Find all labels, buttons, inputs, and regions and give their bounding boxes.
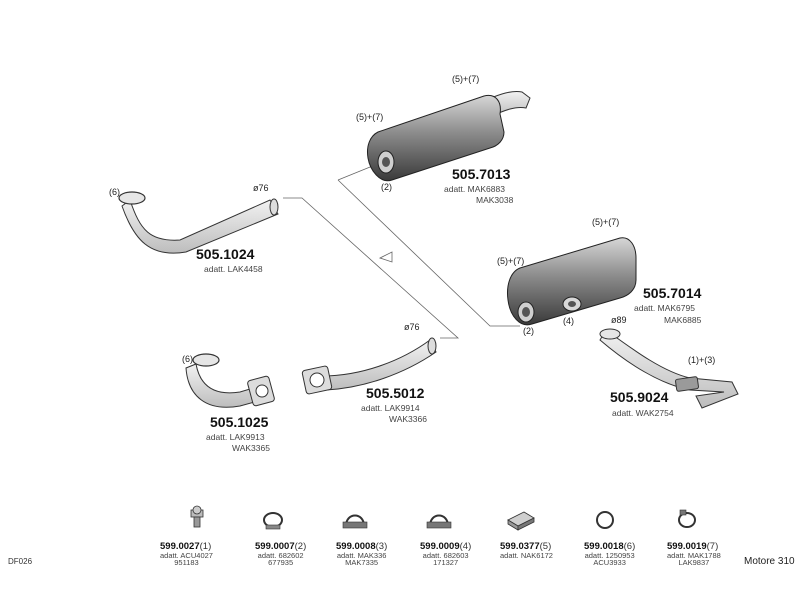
callout-7013-outlet: (2) [381, 182, 392, 192]
accessory-note: adatt. MAK1788 [667, 550, 721, 560]
accessory-code: 599.0007 [255, 541, 295, 552]
document-reference: DF026 [8, 557, 33, 566]
accessory-note: 677935 [268, 558, 294, 567]
callout-7013-top: (5)+(7) [452, 74, 480, 84]
accessory-note: LAK9837 [678, 558, 710, 567]
accessory-note: adatt. 682603 [422, 550, 469, 560]
part-note: adatt. LAK4458 [204, 264, 263, 274]
part-code-505-7013: 505.7013 [452, 166, 511, 182]
accessory-qty: (4) [459, 541, 472, 552]
callout-1025-flange: (6) [182, 354, 193, 364]
callout-7013-left: (5)+(7) [356, 112, 384, 122]
accessory-599-0027: 599.0027(1) adatt. ACU4027 951183 [160, 542, 213, 567]
accessory-qty: (6) [623, 541, 636, 552]
accessory-code: 599.0027 [160, 541, 200, 552]
accessory-note: MAK7335 [345, 558, 379, 567]
callout-7014-left: (5)+(7) [497, 256, 525, 266]
callout-9024-diameter: ø89 [611, 315, 627, 325]
callout-9024-clamps: (1)+(3) [688, 355, 716, 365]
accessory-qty: (5) [539, 541, 552, 552]
accessory-note: adatt. 1250953 [584, 550, 635, 560]
part-code-505-1024: 505.1024 [196, 246, 255, 262]
gasket-ring-icon [596, 511, 614, 529]
accessory-qty: (2) [294, 541, 307, 552]
accessory-qty: (1) [199, 541, 212, 552]
connector-lines [283, 164, 520, 339]
muffler-505-7014 [507, 237, 637, 326]
accessory-note: adatt. MAK336 [336, 550, 387, 560]
accessory-code: 599.0009 [420, 541, 460, 552]
callout-7014-inlet: (4) [563, 316, 574, 326]
callout-5012-diameter: ø76 [404, 322, 420, 332]
accessory-note: adatt. ACU4027 [160, 550, 213, 560]
accessory-note: 951183 [174, 558, 199, 567]
accessory-code: 599.0377 [500, 541, 540, 552]
callout-7014-outlet: (2) [523, 326, 534, 336]
muffler-505-7013 [367, 91, 531, 182]
accessory-599-0009: 599.0009(4) adatt. 682603 171327 [420, 542, 471, 567]
u-bolt-clamp-icon [426, 514, 452, 529]
part-note: adatt. MAK6883 [444, 184, 505, 194]
accessory-code: 599.0008 [336, 541, 376, 552]
accessory-599-0018: 599.0018(6) adatt. 1250953 ACU3933 [584, 542, 635, 567]
u-bolt-clamp-icon [342, 514, 368, 529]
accessory-code: 599.0018 [584, 541, 624, 552]
accessory-599-0377: 599.0377(5) adatt. NAK6172 [500, 542, 553, 559]
part-code-505-1025: 505.1025 [210, 414, 269, 430]
callout-1024-flange: (6) [109, 187, 120, 197]
accessory-qty: (3) [375, 541, 388, 552]
part-note: adatt. MAK6795 [634, 303, 695, 313]
pipe-505-5012 [301, 337, 437, 395]
part-note: MAK3038 [476, 195, 514, 205]
part-code-505-7014: 505.7014 [643, 285, 702, 301]
accessory-599-0019: 599.0019(7) adatt. MAK1788 LAK9837 [667, 542, 721, 567]
accessory-qty: (7) [706, 541, 719, 552]
accessory-599-0008: 599.0008(3) adatt. MAK336 MAK7335 [336, 542, 387, 567]
accessory-note: ACU3933 [593, 558, 626, 567]
callout-1024-diameter: ø76 [253, 183, 269, 193]
part-note: WAK3366 [389, 414, 427, 424]
part-note: MAK6885 [664, 315, 702, 325]
accessory-note: adatt. NAK6172 [500, 550, 553, 560]
part-note: adatt. WAK2754 [612, 408, 674, 418]
pipe-505-9024 [599, 328, 739, 409]
accessory-note: adatt. 682602 [257, 550, 304, 560]
accessory-599-0007: 599.0007(2) adatt. 682602 677935 [255, 542, 306, 567]
bolt-icon [190, 505, 204, 528]
accessory-code: 599.0019 [667, 541, 707, 552]
rubber-mount-icon [507, 511, 535, 531]
hose-clamp-icon [678, 509, 696, 528]
part-note: adatt. LAK9913 [206, 432, 265, 442]
pipe-505-1025 [185, 353, 275, 408]
part-code-505-5012: 505.5012 [366, 385, 425, 401]
part-note: adatt. LAK9914 [361, 403, 420, 413]
pipe-505-1024 [118, 191, 279, 254]
part-note: WAK3365 [232, 443, 270, 453]
part-code-505-9024: 505.9024 [610, 389, 669, 405]
engine-label: Motore 310 [744, 556, 795, 567]
accessory-note: 171327 [433, 558, 459, 567]
callout-7014-top: (5)+(7) [592, 217, 620, 227]
clamp-icon [263, 512, 283, 530]
